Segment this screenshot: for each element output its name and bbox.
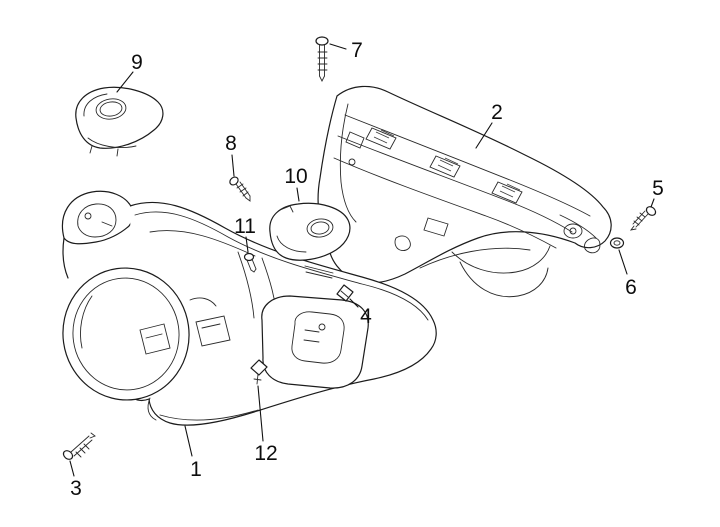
leader-line-2: [475, 122, 493, 149]
leader-line-1: [184, 425, 193, 457]
rear-cover-part-2-drawing: [317, 85, 612, 298]
part-label-7: 7: [351, 39, 363, 62]
clip-part-12-drawing: [250, 359, 268, 385]
front-cover-part-1-drawing: [61, 190, 437, 426]
part-label-8: 8: [225, 132, 237, 155]
part-label-5: 5: [652, 177, 664, 200]
part-label-11: 11: [234, 215, 256, 238]
leader-lines: [69, 43, 655, 477]
leader-line-8: [231, 154, 235, 177]
part-label-1: 1: [190, 458, 202, 481]
screw-part-3-drawing: [62, 432, 96, 460]
part-label-2: 2: [491, 101, 503, 124]
part-label-10: 10: [284, 165, 307, 188]
leader-line-6: [618, 249, 628, 275]
leader-line-7: [329, 43, 347, 50]
leader-line-11: [245, 236, 249, 253]
leader-line-4: [349, 298, 359, 308]
leader-line-10: [296, 187, 300, 202]
washer-part-6-drawing: [609, 237, 625, 249]
leader-line-12: [257, 385, 264, 442]
part-label-3: 3: [70, 477, 82, 500]
leader-line-3: [69, 460, 75, 477]
screw-part-8-drawing: [229, 176, 251, 202]
screw-part-5-drawing: [629, 206, 657, 231]
part-label-12: 12: [254, 442, 277, 465]
part-labels: 1 2 3 4 5 6 7 8 9 10 11 12: [70, 39, 664, 500]
small-cover-part-9-drawing: [75, 86, 164, 157]
part-label-6: 6: [625, 276, 637, 299]
small-cover-part-10-drawing: [269, 202, 351, 261]
rivet-part-11-drawing: [243, 252, 257, 273]
screw-part-7-drawing: [315, 36, 329, 83]
part-label-9: 9: [131, 51, 143, 74]
clip-part-4-drawing: [336, 284, 354, 302]
part-label-4: 4: [360, 305, 372, 328]
leader-line-9: [116, 71, 134, 93]
leader-line-5: [650, 198, 655, 208]
